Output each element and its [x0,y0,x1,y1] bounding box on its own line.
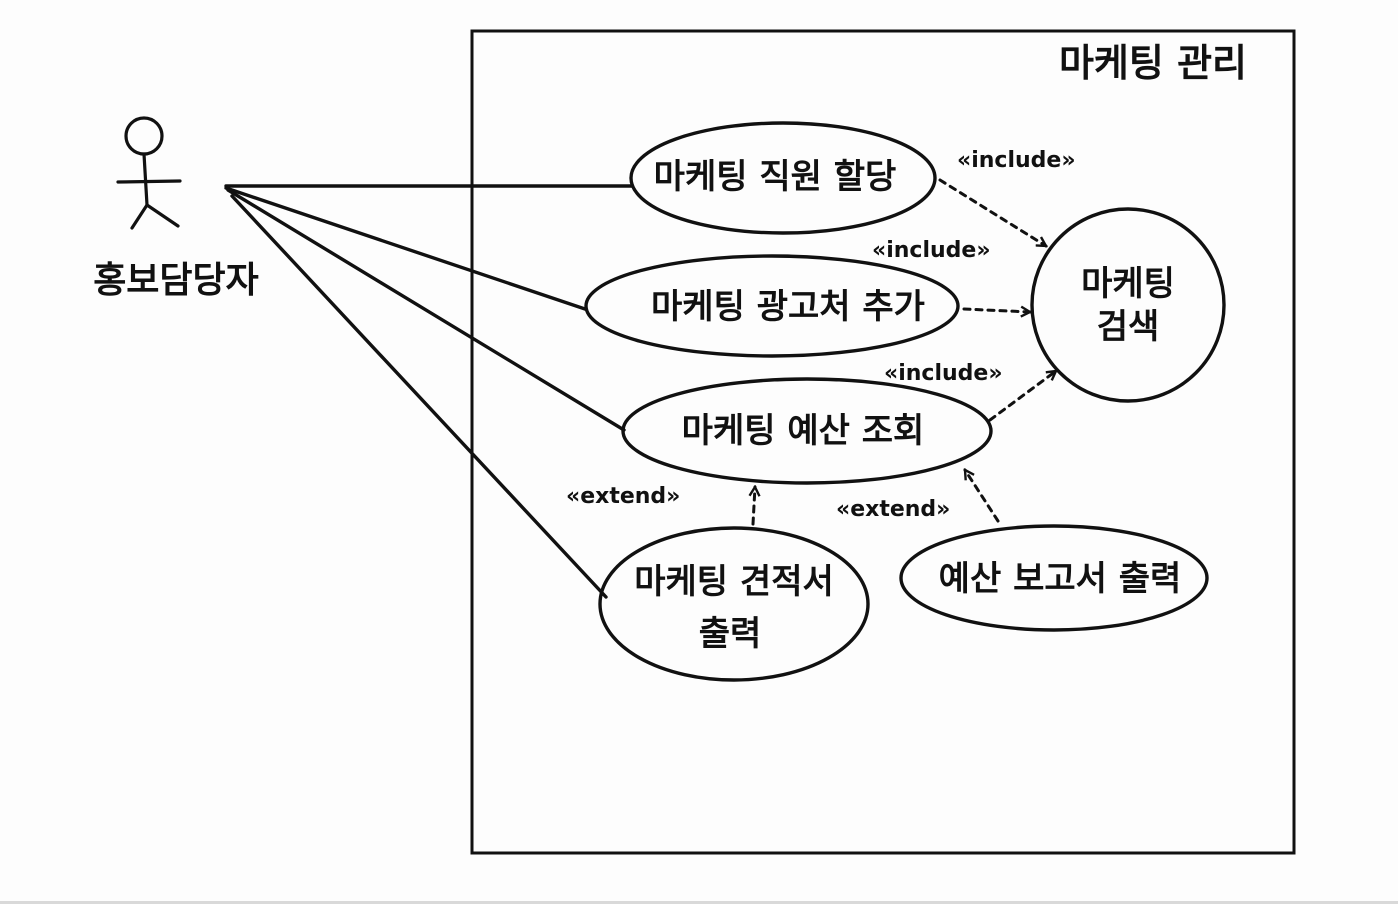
use-case-assign-staff[interactable] [629,121,937,235]
extend-label-2: «extend» [836,497,950,522]
actor-head [124,116,164,156]
use-case-search[interactable] [1030,207,1226,403]
use-case-add-advertiser-label: 마케팅 광고처 추가 [651,287,925,327]
actor-body [142,152,149,207]
system-title: 마케팅 관리 [1059,41,1247,85]
include-arrow-budget-query [988,369,1056,422]
include-label-3: «include» [884,361,1003,386]
dependency-arrows [753,178,1056,526]
use-case-print-budget-report-label: 예산 보고서 출력 [939,559,1182,599]
extend-arrow-print-quote [753,487,755,526]
extend-label-1: «extend» [566,484,680,509]
use-case-search-label-line2: 검색 [1097,307,1160,347]
include-arrow-add-advertiser [962,309,1030,312]
actor-stick-figure[interactable] [116,116,182,230]
use-case-print-quote[interactable] [598,526,870,682]
association-add-advertiser [224,186,587,311]
actor-right-leg [145,203,180,228]
use-case-budget-query[interactable] [621,377,993,485]
use-case-print-budget-report[interactable] [899,524,1209,632]
use-case-print-quote-label-line2: 출력 [699,614,762,654]
use-case-budget-query-label: 마케팅 예산 조회 [682,411,925,451]
association-print-quote [230,194,608,599]
use-case-assign-staff-label: 마케팅 직원 할당 [654,157,897,197]
actor-label: 홍보담당자 [93,260,259,301]
extend-arrow-print-budget-report [963,470,1000,523]
association-lines [224,184,634,599]
use-case-add-advertiser[interactable] [584,254,960,358]
include-arrow-assign-staff [938,178,1046,248]
use-case-print-quote-label-line1: 마케팅 견적서 [634,562,834,602]
bottom-divider [0,901,1398,904]
use-case-search-label-line1: 마케팅 [1081,264,1175,304]
association-budget-query [226,188,626,432]
system-boundary [470,29,1296,855]
actor-left-leg [130,203,149,230]
include-label-2: «include» [872,238,991,263]
actor-arms [116,179,182,184]
include-label-1: «include» [957,148,1076,173]
